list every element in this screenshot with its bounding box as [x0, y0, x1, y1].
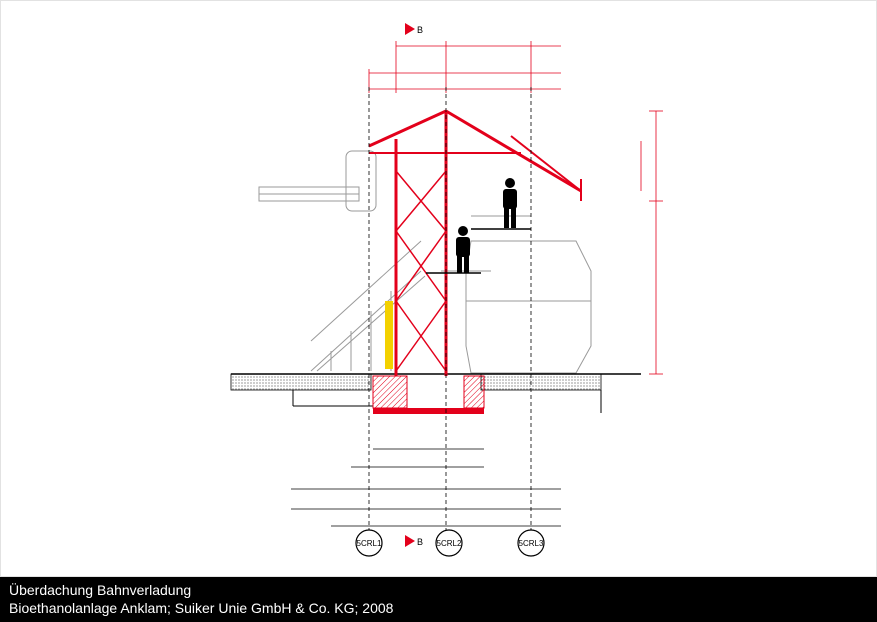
caption-bar: Überdachung Bahnverladung Bioethanolanla… [0, 577, 877, 622]
svg-text:B: B [417, 25, 423, 35]
yellow-post [385, 301, 393, 369]
worker-figure-lower [456, 226, 470, 273]
worker-figure-upper [503, 178, 517, 228]
svg-text:5CRL2: 5CRL2 [437, 539, 462, 548]
axis-marker-3: 5CRL3 [517, 529, 545, 557]
caption-subtitle: Bioethanolanlage Anklam; Suiker Unie Gmb… [9, 600, 394, 616]
platforms [426, 228, 531, 274]
ground-section [230, 373, 641, 413]
axis-marker-2: 5CRL2 [435, 529, 463, 557]
grid-axes [368, 87, 532, 531]
foundations [372, 375, 485, 414]
drawing-frame: B B 5CRL1 5CRL2 5CRL3 [0, 0, 877, 577]
steel-structure [368, 109, 582, 376]
section-marker-bottom: B [405, 535, 423, 547]
svg-text:5CRL1: 5CRL1 [357, 539, 382, 548]
right-dimensions [640, 110, 663, 375]
caption-title: Überdachung Bahnverladung [9, 582, 192, 598]
top-dimensions [368, 41, 561, 93]
cross-section-drawing: B B 5CRL1 5CRL2 5CRL3 [230, 23, 663, 557]
axis-marker-1: 5CRL1 [355, 529, 383, 557]
bottom-dimensions [291, 448, 561, 527]
section-marker-top: B [405, 23, 423, 35]
tank-car-outline [465, 240, 592, 374]
svg-text:B: B [417, 537, 423, 547]
svg-text:5CRL3: 5CRL3 [519, 539, 544, 548]
